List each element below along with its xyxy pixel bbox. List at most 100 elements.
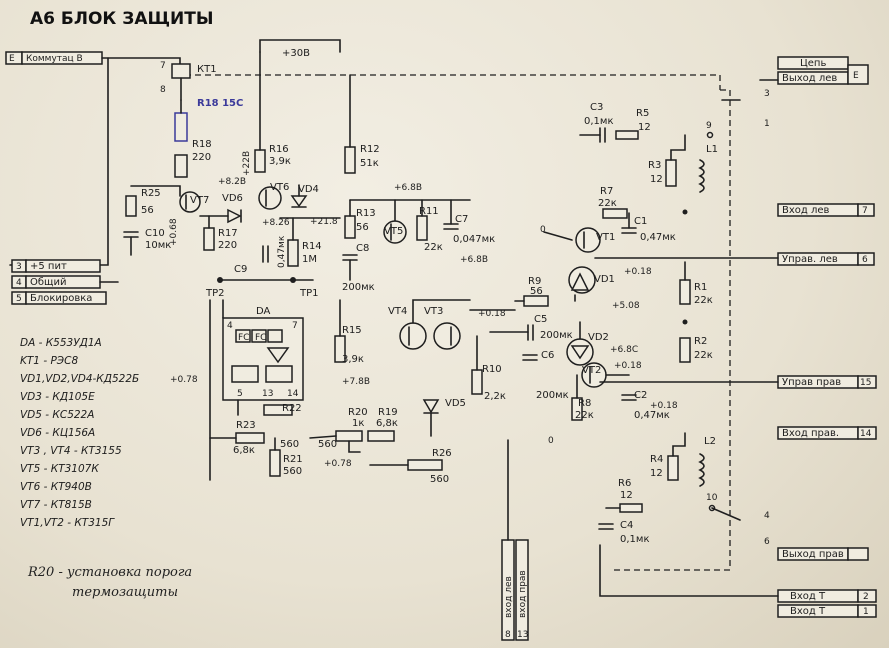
handwritten-note: R18 15С — [197, 98, 243, 109]
wire-l2 — [672, 432, 686, 457]
resistor-r22: R22 — [263, 403, 302, 416]
conn-b0-pin: 8 — [505, 630, 511, 640]
label-018a: +0.18 — [478, 309, 506, 319]
label-218: +21.8 — [310, 217, 338, 227]
da-pin4: 4 — [227, 321, 233, 331]
conn-r5-label: Вход прав. — [782, 428, 839, 439]
conn-r1-label: Выход лев — [782, 73, 837, 84]
parts-list-item: VD3 - КД105Е — [20, 391, 95, 403]
capacitor-c6: C6 200мк — [522, 350, 569, 401]
parts-list-item: VD1,VD2,VD4-КД522Б — [20, 373, 139, 385]
node-r1r2 — [682, 319, 688, 325]
r14-label: R14 — [302, 241, 322, 252]
label-30v: +30В — [282, 48, 310, 59]
node-l1 — [682, 209, 688, 215]
r5-value: 12 — [638, 122, 651, 133]
transistor-vt6: VT6 — [258, 182, 289, 210]
conn-l2-pin: 5 — [16, 294, 22, 304]
label-0b: 0 — [548, 436, 554, 446]
r22-label: R22 — [282, 403, 302, 414]
relay-contact-bottom — [711, 507, 741, 521]
capacitor-c3: C3 0,1мк — [584, 102, 614, 143]
parts-list-item: VT5 - КТ3107К — [20, 463, 99, 475]
conn-r0-label: Цепь — [800, 58, 826, 69]
resistor-r4: R4 12 — [650, 454, 679, 481]
contact-3: 3 — [764, 89, 770, 99]
label-018b: +0.18 — [624, 267, 652, 277]
conn-b1-label: вход прав — [518, 570, 528, 618]
parts-list-item: VT6 - КТ940В — [20, 481, 92, 493]
resistor-r14: R14 1М — [287, 239, 322, 267]
wire-kommutac — [101, 57, 181, 65]
terminal-9-label: 9 — [706, 121, 712, 131]
c10-value: 10мк — [145, 240, 171, 251]
label-78: +7.8В — [342, 377, 370, 387]
conn-l1-pin: 4 — [16, 278, 22, 288]
r22-value: 560 — [280, 439, 299, 450]
label-078: +0.78 — [170, 375, 198, 385]
label-68c: +6.8С — [610, 345, 638, 355]
diode-vd6: VD6 — [222, 193, 243, 224]
r3-label: R3 — [648, 160, 661, 171]
parts-list-item: VT3 , VT4 - КТ3155 — [20, 445, 122, 457]
transistor-vt4: VT4 — [388, 306, 427, 350]
vt5-label: VT5 — [384, 226, 403, 237]
tp1-label: TP1 — [299, 288, 319, 299]
parts-list-item: VT7 - КТ815В — [20, 499, 92, 511]
wire-l1 — [670, 134, 686, 161]
parts-list-item: VT1,VT2 - КТ315Г — [20, 517, 115, 529]
label-68b: +6.8В — [460, 255, 488, 265]
c3-label: C3 — [590, 102, 603, 113]
r16-label: R16 — [269, 144, 289, 155]
c1-value: 0,47мк — [640, 232, 676, 243]
conn-l0-label: +5 пит — [30, 261, 67, 272]
vd1-label: VD1 — [594, 274, 615, 285]
label-22v: +22В — [242, 151, 252, 176]
relay-boundary — [185, 74, 731, 571]
r23-label: R23 — [236, 420, 256, 431]
capacitor-c5: C5 200мк — [527, 314, 573, 341]
r16-value: 3,9к — [269, 156, 291, 167]
kt1-pin8: 8 — [160, 85, 166, 95]
c6-label: C6 — [541, 350, 554, 361]
transistor-vt1: VT1 — [575, 227, 615, 253]
r4-value: 12 — [650, 468, 663, 479]
c8-value: 200мк — [342, 282, 375, 293]
r10-label: R10 — [482, 364, 502, 375]
r23-value: 6,8к — [233, 445, 255, 456]
c9-label: C9 — [234, 264, 247, 275]
parts-list-item: VD5 - КС522А — [20, 409, 94, 421]
resistor-r1: R1 22к — [679, 279, 713, 306]
c4-label: C4 — [620, 520, 633, 531]
contact-1: 1 — [764, 119, 770, 129]
c8-label: C8 — [356, 243, 369, 254]
r12-value: 51к — [360, 158, 379, 169]
da-pin5: 5 — [237, 389, 243, 399]
c6-value: 200мк — [536, 390, 569, 401]
label-826: +8.26 — [262, 218, 290, 228]
connector-kommutac-label: Коммутац В — [26, 54, 83, 64]
resistor-r9: R9 56 — [523, 276, 549, 307]
vd5-label: VD5 — [445, 398, 466, 409]
wire-vkhod-t — [599, 544, 779, 597]
inductor-l2: L2 — [698, 436, 716, 487]
c4-value: 0,1мк — [620, 534, 650, 545]
r12-label: R12 — [360, 144, 380, 155]
r8-value: 22к — [575, 410, 594, 421]
label-508: +5.08 — [612, 301, 640, 311]
da-fc2: FC — [255, 333, 266, 343]
parts-list-item: DA - К553УД1А — [20, 337, 102, 349]
label-018d: +0.18 — [650, 401, 678, 411]
resistor-r25: R25 56 — [125, 188, 161, 217]
da-label: DA — [256, 306, 271, 317]
c2-value: 0,47мк — [634, 410, 670, 421]
r8-label: R8 — [578, 398, 591, 409]
wire-vt1 — [543, 231, 573, 241]
c5-label: C5 — [534, 314, 547, 325]
c7-value: 0,047мк — [453, 234, 495, 245]
transistor-vt3: VT3 — [424, 306, 461, 350]
transistor-vt7: VT7 — [179, 191, 209, 213]
l1-label: L1 — [706, 144, 718, 155]
